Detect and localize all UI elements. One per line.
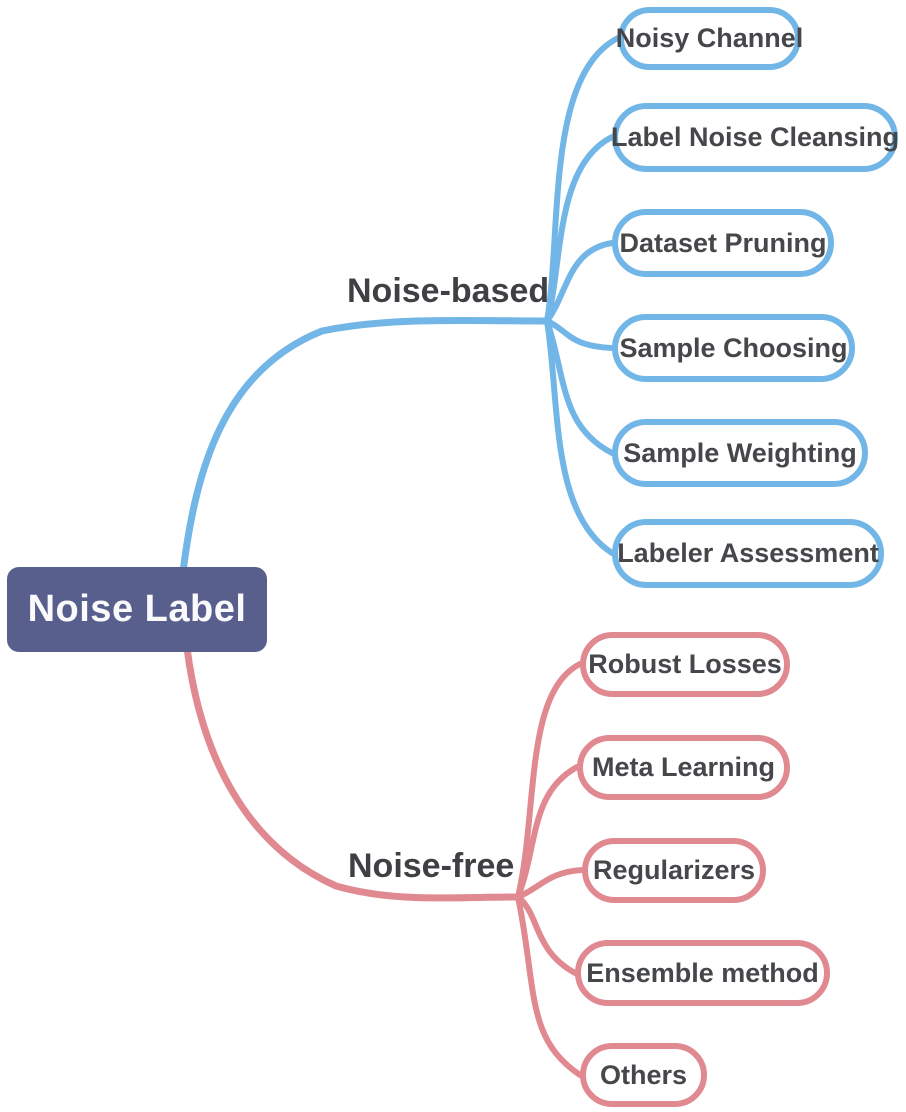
leaf-node-label: Dataset Pruning — [619, 227, 827, 258]
connector-others — [515, 894, 583, 1078]
leaf-node-label: Others — [599, 1059, 688, 1090]
branch-node-noise-free[interactable]: Noise-free — [348, 847, 514, 886]
branch-node-noise-based[interactable]: Noise-based — [347, 272, 549, 311]
leaf-node-label: Label Noise Cleansing — [610, 122, 900, 152]
branch-label-text: Noise-free — [348, 847, 515, 885]
connector-labeler-assessment — [544, 318, 615, 556]
leaf-node-label: Ensemble method — [586, 957, 819, 988]
branch-label-text: Noise-based — [347, 272, 550, 310]
connector-sample-choosing — [544, 318, 615, 351]
connector-ensemble-method — [515, 894, 578, 976]
leaf-node-label: Sample Weighting — [623, 437, 857, 468]
leaf-node-label: Labeler Assessment — [617, 538, 879, 568]
connector-noise-based-trunk — [179, 316, 551, 576]
connector-robust-losses — [515, 661, 583, 900]
connector-meta-learning — [515, 764, 580, 900]
leaf-node-label: Sample Choosing — [619, 332, 848, 363]
leaf-node-noisy-channel[interactable]: Noisy Channel — [615, 7, 804, 70]
connector-sample-weighting — [544, 318, 615, 456]
leaf-node-sample-weighting[interactable]: Sample Weighting — [612, 419, 868, 487]
connector-noise-free-trunk — [183, 644, 522, 902]
leaf-node-label: Meta Learning — [591, 752, 776, 782]
leaf-node-meta-learning[interactable]: Meta Learning — [577, 735, 790, 800]
leaf-node-robust-losses[interactable]: Robust Losses — [580, 632, 790, 697]
root-node-label: Noise Label — [27, 588, 247, 630]
leaf-node-labeler-assessment[interactable]: Labeler Assessment — [612, 519, 884, 588]
leaf-node-label-noise-cleansing[interactable]: Label Noise Cleansing — [610, 103, 900, 172]
leaf-node-label: Regularizers — [592, 855, 756, 885]
leaf-node-label: Noisy Channel — [615, 23, 804, 53]
leaf-node-sample-choosing[interactable]: Sample Choosing — [612, 314, 855, 382]
leaf-node-ensemble-method[interactable]: Ensemble method — [575, 940, 830, 1006]
connector-dataset-pruning — [544, 240, 615, 324]
connector-label-noise-cleansing — [544, 134, 615, 324]
leaf-node-regularizers[interactable]: Regularizers — [582, 838, 766, 903]
root-node-noise-label[interactable]: Noise Label — [7, 567, 267, 652]
connector-regularizers — [515, 867, 585, 900]
leaf-node-others[interactable]: Others — [580, 1043, 707, 1107]
leaf-node-label: Robust Losses — [588, 649, 782, 679]
leaf-node-dataset-pruning[interactable]: Dataset Pruning — [612, 209, 834, 277]
